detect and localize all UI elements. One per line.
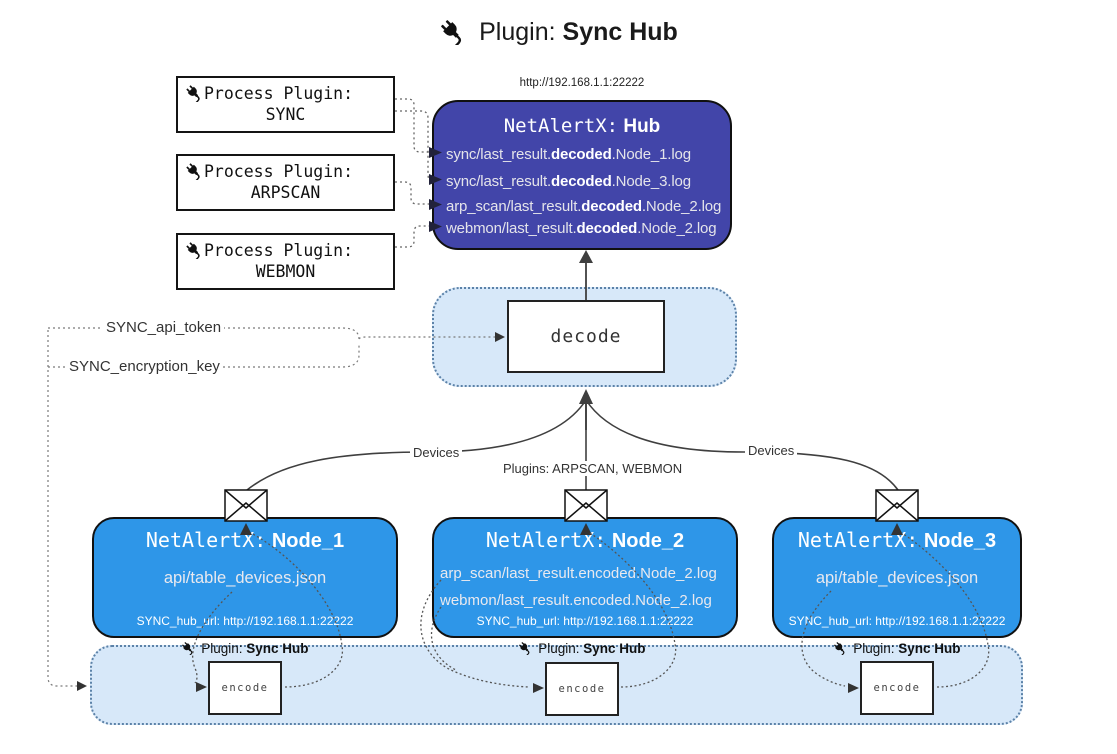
node-3: NetAlertX: Node_3 api/table_devices.json… bbox=[772, 517, 1022, 638]
process-plugin-name: SYNC bbox=[265, 105, 306, 124]
devices-edge-label-right: Devices bbox=[745, 443, 798, 458]
hub-file-post: .Node_1.log bbox=[611, 146, 691, 163]
process-to-hub-connectors bbox=[395, 98, 430, 248]
node-title-prefix: NetAlertX: bbox=[797, 528, 919, 552]
hub-title: NetAlertX: Hub bbox=[434, 115, 730, 138]
node-title: NetAlertX: Node_1 bbox=[94, 528, 396, 553]
node-title: NetAlertX: Node_2 bbox=[434, 528, 736, 553]
node-file: api/table_devices.json bbox=[815, 569, 979, 587]
hub-file-pre: sync/last_result. bbox=[446, 173, 551, 190]
encoder-plugin-label: Plugin: Sync Hub bbox=[512, 641, 652, 656]
hub-file-bold: decoded bbox=[551, 146, 612, 163]
hub-file-pre: webmon/last_result. bbox=[446, 220, 577, 237]
node-file: api/table_devices.json bbox=[163, 569, 327, 587]
node-2: NetAlertX: Node_2 arp_scan/last_result.e… bbox=[432, 517, 738, 638]
hub-file-line: sync/last_result.decoded.Node_1.log bbox=[446, 146, 691, 163]
hub-file-pre: arp_scan/last_result. bbox=[446, 198, 582, 215]
plugins-edge-label: Plugins: ARPSCAN, WEBMON bbox=[500, 461, 686, 476]
encoder-plugin-prefix: Plugin: bbox=[538, 641, 580, 656]
devices-curve-right bbox=[585, 399, 899, 491]
encoder-plugin-name: Sync Hub bbox=[246, 641, 309, 656]
sync-encryption-key-label: SYNC_encryption_key bbox=[66, 358, 223, 375]
process-plugin-name: ARPSCAN bbox=[250, 183, 321, 202]
hub-file-post: .Node_2.log bbox=[641, 198, 722, 215]
plug-icon bbox=[181, 641, 195, 655]
hub-node: NetAlertX: Hub sync/last_result.decoded.… bbox=[432, 100, 732, 250]
process-plugin-sync: Process Plugin: SYNC bbox=[176, 76, 395, 133]
encoder-plugin-prefix: Plugin: bbox=[201, 641, 243, 656]
node-hub-url: SYNC_hub_url: http://192.168.1.1:22222 bbox=[136, 614, 354, 628]
hub-file-bold: decoded bbox=[581, 198, 642, 215]
encoder-plugin-name: Sync Hub bbox=[898, 641, 961, 656]
hub-file-post: .Node_2.log bbox=[637, 220, 717, 237]
decode-box: decode bbox=[507, 300, 665, 373]
node-title: NetAlertX: Node_3 bbox=[774, 528, 1020, 553]
plug-icon bbox=[185, 84, 203, 102]
hub-file-line: sync/last_result.decoded.Node_3.log bbox=[446, 173, 691, 190]
node-title-prefix: NetAlertX: bbox=[145, 528, 267, 552]
plug-icon bbox=[185, 162, 203, 180]
encoder-plugin-label: Plugin: Sync Hub bbox=[827, 641, 967, 656]
encode-box-3: encode bbox=[860, 661, 934, 715]
node-hub-url: SYNC_hub_url: http://192.168.1.1:22222 bbox=[476, 614, 694, 628]
page-title-label: Plugin: bbox=[479, 18, 556, 46]
hub-file-bold: decoded bbox=[551, 173, 612, 190]
node-title-prefix: NetAlertX: bbox=[485, 528, 607, 552]
sync-api-token-label: SYNC_api_token bbox=[103, 319, 225, 336]
process-plugin-label: Process Plugin: bbox=[204, 162, 354, 181]
process-plugin-label: Process Plugin: bbox=[204, 84, 354, 103]
encode-box-1: encode bbox=[208, 661, 282, 715]
node-hub-url: SYNC_hub_url: http://192.168.1.1:22222 bbox=[788, 614, 1006, 628]
page-title-name: Sync Hub bbox=[562, 18, 678, 46]
hub-title-name: Hub bbox=[623, 116, 661, 137]
hub-url-label: http://192.168.1.1:22222 bbox=[519, 77, 645, 89]
node-1: NetAlertX: Node_1 api/table_devices.json… bbox=[92, 517, 398, 638]
node-title-name: Node_1 bbox=[271, 530, 345, 552]
decode-to-hub-arrowhead bbox=[579, 250, 593, 263]
node-title-name: Node_2 bbox=[611, 530, 685, 552]
node-file: webmon/last_result.encoded.Node_2.log bbox=[440, 592, 712, 609]
plug-icon bbox=[439, 18, 466, 45]
plug-icon bbox=[185, 241, 203, 259]
plug-icon bbox=[518, 641, 532, 655]
hub-file-post: .Node_3.log bbox=[611, 173, 691, 190]
plug-icon bbox=[833, 641, 847, 655]
hub-file-line: arp_scan/last_result.decoded.Node_2.log bbox=[446, 198, 721, 215]
process-plugin-label: Process Plugin: bbox=[204, 241, 354, 260]
process-plugin-name: WEBMON bbox=[255, 262, 316, 281]
page-title: Plugin: Sync Hub bbox=[0, 18, 1117, 47]
hub-file-bold: decoded bbox=[576, 220, 638, 237]
encoder-plugin-prefix: Plugin: bbox=[853, 641, 895, 656]
process-plugin-webmon: Process Plugin: WEBMON bbox=[176, 233, 395, 290]
nodes-to-decode-arrowhead bbox=[579, 389, 593, 404]
encoder-plugin-name: Sync Hub bbox=[583, 641, 646, 656]
node-title-name: Node_3 bbox=[923, 530, 997, 552]
hub-title-prefix: NetAlertX: bbox=[503, 115, 619, 137]
message-curves bbox=[246, 399, 899, 491]
process-plugin-arpscan: Process Plugin: ARPSCAN bbox=[176, 154, 395, 211]
devices-edge-label-left: Devices bbox=[410, 445, 463, 460]
encoder-plugin-label: Plugin: Sync Hub bbox=[175, 641, 315, 656]
encode-group-inlet-arrowhead bbox=[77, 681, 87, 691]
encode-box-2: encode bbox=[545, 662, 619, 716]
hub-file-pre: sync/last_result. bbox=[446, 146, 551, 163]
node-file: arp_scan/last_result.encoded.Node_2.log bbox=[440, 565, 717, 582]
hub-file-line: webmon/last_result.decoded.Node_2.log bbox=[446, 220, 717, 237]
